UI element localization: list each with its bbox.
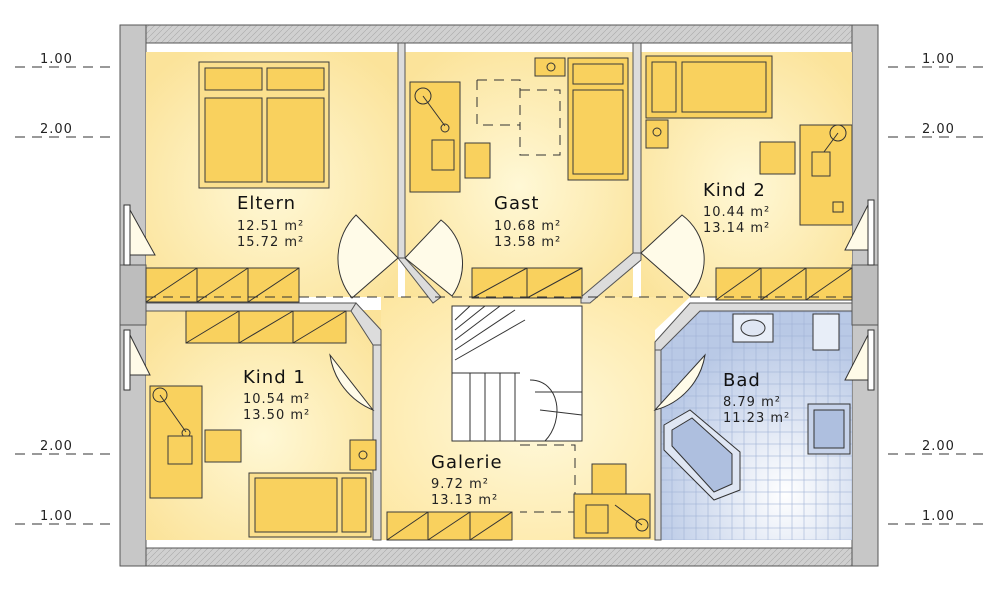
room-area-gross: 13.50 m² [243,408,310,423]
room-area-gross: 11.23 m² [723,411,790,426]
height-mark-200-bottom-right: 2.00 [922,439,955,454]
room-area-gross: 13.14 m² [703,221,770,236]
galerie-furniture [573,463,651,539]
room-name: Bad [723,370,761,391]
room-label-kind2: Kind 2 10.44 m² 13.14 m² [703,180,770,236]
room-label-eltern: Eltern 12.51 m² 15.72 m² [237,193,304,250]
room-name: Kind 1 [243,367,306,388]
wardrobes [145,267,853,541]
room-area-net: 10.54 m² [243,392,310,407]
gast-furniture [409,57,629,193]
double-bed [198,61,330,189]
room-area-gross: 13.13 m² [431,493,498,508]
room-area-gross: 13.58 m² [494,235,561,250]
height-mark-100-bottom-left: 1.00 [40,509,73,524]
staircase [451,305,583,513]
height-mark-100-top-right: 1.00 [922,52,955,67]
height-mark-100-bottom-right: 1.00 [922,509,955,524]
room-label-kind1: Kind 1 10.54 m² 13.50 m² [243,367,310,423]
height-mark-200-bottom-left: 2.00 [40,439,73,454]
room-area-net: 9.72 m² [431,477,489,492]
room-area-net: 10.44 m² [703,205,770,220]
wall-stubs [119,264,879,326]
room-area-net: 10.68 m² [494,219,561,234]
room-label-galerie: Galerie 9.72 m² 13.13 m² [431,452,503,508]
room-name: Eltern [237,193,296,214]
height-mark-200-top-right: 2.00 [922,122,955,137]
doors [129,204,869,412]
bathroom-fixtures [663,313,851,501]
kind2-furniture [645,55,853,226]
kind1-furniture [149,385,377,538]
room-label-bad: Bad 8.79 m² 11.23 m² [723,370,790,426]
room-label-gast: Gast 10.68 m² 13.58 m² [494,193,561,250]
height-mark-100-top-left: 1.00 [40,52,73,67]
room-area-net: 8.79 m² [723,395,781,410]
room-area-net: 12.51 m² [237,219,304,234]
room-name: Kind 2 [703,180,766,201]
height-marks-left: 1.00 2.00 2.00 1.00 [15,52,110,525]
room-area-gross: 15.72 m² [237,235,304,250]
room-name: Gast [494,193,539,214]
height-mark-200-top-left: 2.00 [40,122,73,137]
room-name: Galerie [431,452,503,473]
height-marks-right: 1.00 2.00 2.00 1.00 [888,52,990,525]
